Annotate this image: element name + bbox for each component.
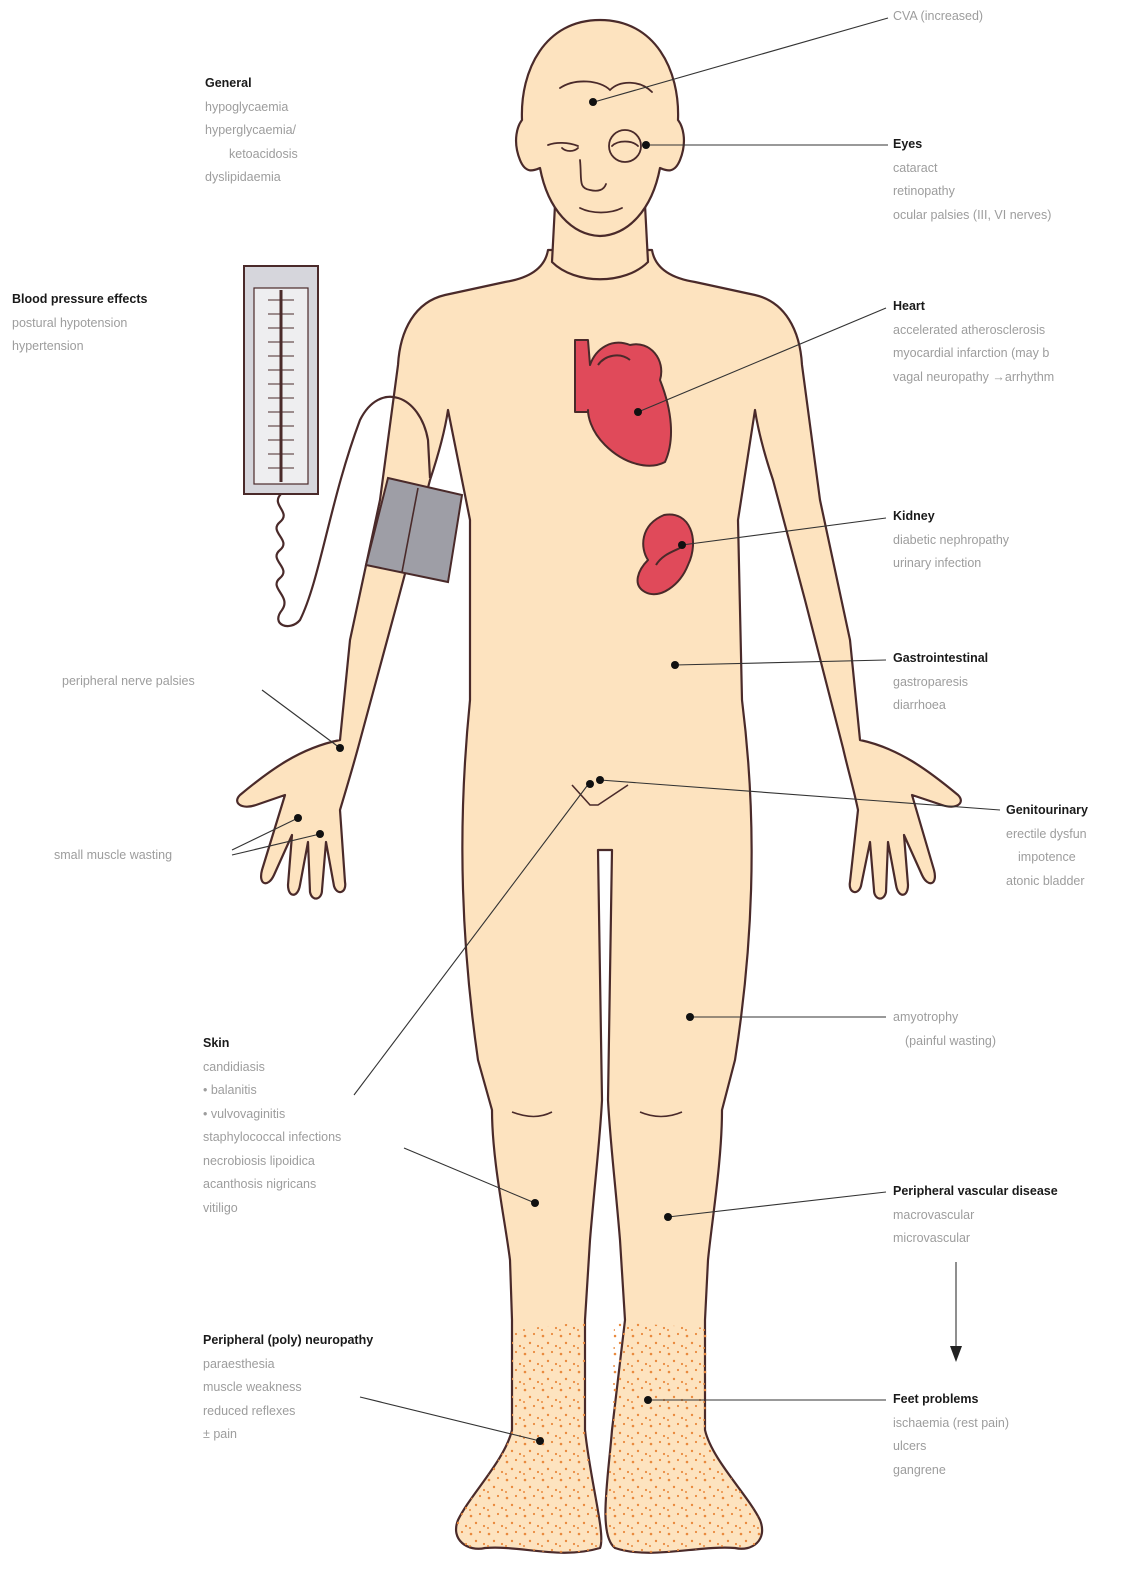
peripheral-nerve-palsies-label: peripheral nerve palsies [62,674,195,688]
neuropathy-item: ± pain [203,1423,373,1447]
neuropathy-item: reduced reflexes [203,1400,373,1424]
eyes-item: ocular palsies (III, VI nerves) [893,204,1051,228]
general-title: General [205,72,298,96]
skin-item: staphylococcal infections [203,1126,341,1150]
skin-label-group: Skin candidiasis • balanitis • vulvovagi… [203,1032,341,1220]
feet-title: Feet problems [893,1388,1009,1412]
small-muscle-wasting-label: small muscle wasting [54,848,172,862]
general-item: dyslipidaemia [205,166,298,190]
kidney-item: diabetic nephropathy [893,529,1009,553]
blood-pressure-item: hypertension [12,335,147,359]
feet-item: ischaemia (rest pain) [893,1412,1009,1436]
genitourinary-item: impotence [1006,846,1138,870]
neuropathy-item: paraesthesia [203,1353,373,1377]
eyes-item: cataract [893,157,1051,181]
general-item: hypoglycaemia [205,96,298,120]
kidney-label-group: Kidney diabetic nephropathy urinary infe… [893,505,1009,576]
neuropathy-stocking-area [456,1322,762,1553]
eyes-item: retinopathy [893,180,1051,204]
pvd-label-group: Peripheral vascular disease macrovascula… [893,1180,1138,1251]
heart-label-group: Heart accelerated atherosclerosis myocar… [893,295,1138,389]
skin-item: candidiasis [203,1056,341,1080]
neuropathy-label-group: Peripheral (poly) neuropathy paraesthesi… [203,1329,373,1447]
general-item: ketoacidosis [205,143,298,167]
genitourinary-title: Genitourinary [1006,799,1138,823]
kidney-title: Kidney [893,505,1009,529]
feet-label-group: Feet problems ischaemia (rest pain) ulce… [893,1388,1009,1482]
kidney-item: urinary infection [893,552,1009,576]
neuropathy-title: Peripheral (poly) neuropathy [203,1329,373,1353]
pvd-item: macrovascular [893,1204,1138,1228]
genitourinary-item: atonic bladder [1006,870,1138,894]
pvd-title: Peripheral vascular disease [893,1180,1138,1204]
genitourinary-item: erectile dysfun [1006,823,1138,847]
eyes-title: Eyes [893,133,1051,157]
general-label-group: General hypoglycaemia hyperglycaemia/ ke… [205,72,298,190]
blood-pressure-title: Blood pressure effects [12,288,147,312]
arrow-head [950,1346,962,1362]
eyes-label-group: Eyes cataract retinopathy ocular palsies… [893,133,1051,227]
blood-pressure-label-group: Blood pressure effects postural hypotens… [12,288,147,359]
feet-item: ulcers [893,1435,1009,1459]
skin-item: acanthosis nigricans [203,1173,341,1197]
skin-item: • vulvovaginitis [203,1103,341,1127]
general-item: hyperglycaemia/ [205,119,298,143]
heart-title: Heart [893,295,1138,319]
amyotrophy-item: amyotrophy [893,1006,996,1030]
amyotrophy-label-group: amyotrophy (painful wasting) [893,1006,996,1053]
feet-item: gangrene [893,1459,1009,1483]
cva-label: CVA (increased) [893,9,983,23]
gastrointestinal-title: Gastrointestinal [893,647,988,671]
gastrointestinal-item: gastroparesis [893,671,988,695]
body-silhouette [237,20,961,1553]
skin-item: • balanitis [203,1079,341,1103]
pvd-item: microvascular [893,1227,1138,1251]
skin-item: necrobiosis lipoidica [203,1150,341,1174]
genitourinary-label-group: Genitourinary erectile dysfun impotence … [1006,799,1138,893]
heart-item: accelerated atherosclerosis [893,319,1138,343]
heart-item: vagal neuropathy →arrhythm [893,366,1138,390]
blood-pressure-item: postural hypotension [12,312,147,336]
heart-item: myocardial infarction (may b [893,342,1138,366]
skin-item: vitiligo [203,1197,341,1221]
neuropathy-item: muscle weakness [203,1376,373,1400]
gastrointestinal-item: diarrhoea [893,694,988,718]
skin-title: Skin [203,1032,341,1056]
amyotrophy-item: (painful wasting) [893,1030,996,1054]
gastrointestinal-label-group: Gastrointestinal gastroparesis diarrhoea [893,647,988,718]
